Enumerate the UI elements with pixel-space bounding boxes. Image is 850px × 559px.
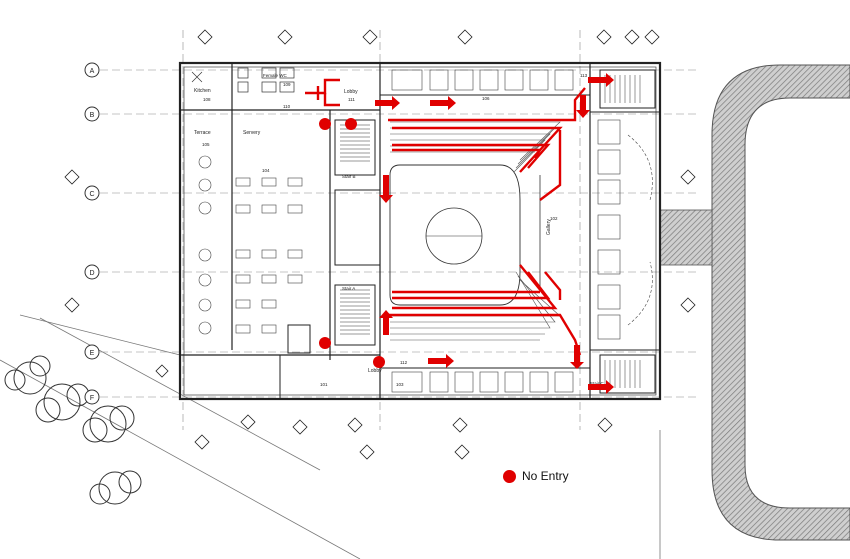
- building-walls: [178, 61, 662, 401]
- room-number-113: 113: [580, 73, 588, 78]
- grid-label-d: D: [89, 270, 94, 277]
- exit-arrow: [430, 96, 456, 110]
- room-label-stair-c: Stair C: [590, 381, 605, 386]
- no-entry-marker: [319, 118, 331, 130]
- escape-routes: [305, 78, 586, 356]
- dining-tables: [198, 155, 303, 335]
- room-number-lobby-south: 101: [320, 382, 328, 387]
- exit-arrow: [588, 73, 614, 87]
- exit-arrow: [570, 345, 584, 369]
- no-entry-marker: [319, 337, 331, 349]
- section-markers: [64, 29, 696, 460]
- exit-arrows: [375, 73, 614, 394]
- booths: [391, 69, 653, 393]
- room-number-gallery: 102: [550, 216, 558, 221]
- exit-arrow: [379, 175, 393, 203]
- grid-bubbles: [84, 62, 100, 405]
- room-label-servery: Servery: [243, 130, 261, 136]
- room-labels: Kitchen 108 Female WC 109 Lobby 111 110 …: [194, 73, 605, 387]
- grid-label-e: E: [90, 350, 95, 357]
- room-label-stair-a: Stair A: [342, 286, 355, 291]
- room-number-dining: 104: [262, 168, 270, 173]
- grid-label-b: B: [90, 112, 95, 119]
- room-number-106: 106: [482, 96, 490, 101]
- room-label-terrace: Terrace: [194, 130, 211, 136]
- room-number-103: 103: [396, 382, 404, 387]
- exit-arrow: [576, 95, 590, 118]
- no-entry-legend-dot: [503, 469, 516, 483]
- no-entry-marker: [373, 356, 385, 368]
- room-label-gallery: Gallery: [546, 219, 552, 235]
- grid-label-f: F: [90, 395, 94, 402]
- grid-label-c: C: [89, 191, 94, 198]
- room-number-kitchen: 108: [203, 97, 211, 102]
- central-hall: [389, 164, 541, 306]
- exit-arrow: [375, 96, 400, 110]
- room-label-kitchen: Kitchen: [194, 88, 211, 94]
- exit-arrow: [428, 354, 454, 368]
- room-number-112: 112: [400, 360, 408, 365]
- room-label-female-wc: Female WC: [263, 73, 288, 78]
- grid-label-a: A: [90, 68, 95, 75]
- grid-lines: [100, 30, 700, 430]
- stairs: [340, 75, 641, 388]
- room-number-female-wc: 109: [283, 82, 291, 87]
- no-entry-legend-label: No Entry: [522, 469, 569, 483]
- trees: [4, 355, 142, 505]
- room-number-110: 110: [283, 104, 291, 109]
- no-entry-marker: [345, 118, 357, 130]
- room-number-lobby-north: 111: [348, 97, 355, 102]
- exit-arrow: [588, 380, 614, 394]
- room-label-lobby-south: Lobby: [368, 368, 382, 374]
- room-number-terrace: 105: [202, 142, 210, 147]
- room-label-lobby-north: Lobby: [344, 89, 358, 95]
- no-entry-markers: [319, 118, 385, 368]
- legend: No Entry: [503, 469, 569, 483]
- wc-fixtures: [191, 67, 295, 93]
- exit-arrow: [379, 310, 393, 335]
- room-label-stair-b: Stair B: [342, 174, 356, 179]
